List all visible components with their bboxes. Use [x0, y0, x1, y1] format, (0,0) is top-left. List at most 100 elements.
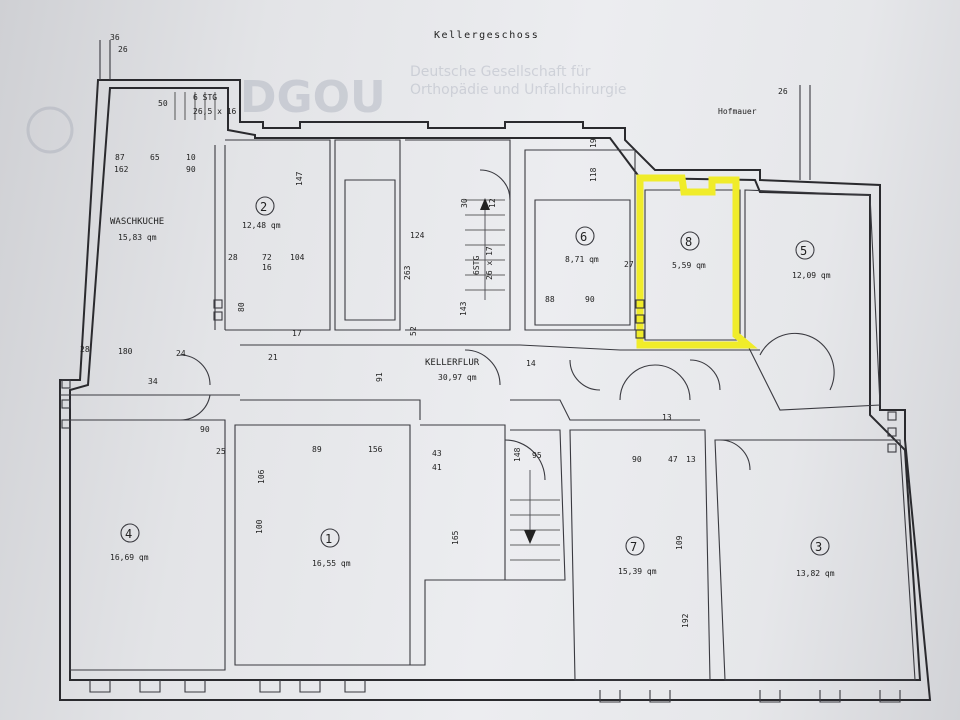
- dim-label: 34: [148, 377, 158, 386]
- room-1-number: 1: [325, 532, 332, 546]
- dim-label: 36: [110, 33, 120, 42]
- dim-label: 165: [451, 530, 460, 545]
- room-4-number: 4: [125, 527, 132, 541]
- dim-label: 26: [778, 87, 788, 96]
- room-4-area: 16,69 qm: [110, 553, 149, 562]
- room-2-number: 2: [260, 200, 267, 214]
- dim-label: 90: [186, 165, 196, 174]
- watermark-line-1: Deutsche Gesellschaft für: [410, 64, 591, 80]
- outer-walls: Hofmauer: [59, 40, 932, 701]
- dim-label: 89: [312, 445, 322, 454]
- dim-label: 14: [526, 359, 536, 368]
- dim-label: 95: [532, 451, 542, 460]
- room-2-area: 12,48 qm: [242, 221, 281, 230]
- dim-label: 52: [409, 326, 418, 336]
- dim-label: 21: [268, 353, 278, 362]
- room-6-number: 6: [580, 230, 587, 244]
- room-4-marker: [120, 523, 140, 543]
- room-5-marker: [795, 240, 815, 260]
- watermark-logo: DGOU: [240, 72, 386, 123]
- dim-label: 65: [150, 153, 160, 162]
- hofmauer-label: Hofmauer: [718, 107, 757, 116]
- dim-label: 80: [237, 302, 246, 312]
- interior-walls: [60, 139, 916, 681]
- watermark-line-2: Orthopädie und Unfallchirurgie: [410, 82, 627, 98]
- dim-label: 17: [292, 329, 302, 338]
- room-2-marker: [255, 196, 275, 216]
- dim-label: 100: [255, 519, 264, 534]
- stair-down-arrow-icon: [524, 530, 536, 544]
- stair-top-left-size: 26,5 x 16: [193, 107, 237, 116]
- dim-label: 156: [368, 445, 383, 454]
- room-8-number: 8: [685, 235, 692, 249]
- dim-label: 162: [114, 165, 129, 174]
- stair-hatching: [174, 92, 560, 561]
- dim-label: 148: [513, 447, 522, 462]
- watermark: DGOU Deutsche Gesellschaft für Orthopädi…: [26, 64, 627, 154]
- room-5-number: 5: [800, 244, 807, 258]
- dim-label: 124: [410, 231, 425, 240]
- dim-label: 41: [432, 463, 442, 472]
- dim-label: 147: [295, 171, 304, 186]
- room-1-area: 16,55 qm: [312, 559, 351, 568]
- door-swings: [179, 169, 835, 481]
- dim-label: 118: [589, 167, 598, 182]
- room-8-area: 5,59 qm: [672, 261, 706, 270]
- dim-label: 192: [681, 613, 690, 628]
- room-1-marker: [320, 528, 340, 548]
- dim-label: 47: [668, 455, 678, 464]
- dim-label: 19: [589, 138, 598, 148]
- dim-label: 25: [216, 447, 226, 456]
- room-5-area: 12,09 qm: [792, 271, 831, 280]
- room-6-marker: [575, 226, 595, 246]
- room-kellerflur-area: 30,97 qm: [438, 373, 477, 382]
- dim-label: 263: [403, 265, 412, 280]
- dim-label: 90: [585, 295, 595, 304]
- dim-label: 13: [686, 455, 696, 464]
- dim-label: 24: [176, 349, 186, 358]
- dim-label: 104: [290, 253, 305, 262]
- dim-label: 143: [459, 301, 468, 316]
- dim-label: 91: [375, 372, 384, 382]
- dim-label: 50: [158, 99, 168, 108]
- dim-label: 90: [200, 425, 210, 434]
- stair-center-label: 6STG: [472, 256, 481, 275]
- dim-label: 12: [488, 198, 497, 208]
- dim-label: 28: [80, 345, 90, 354]
- dim-label: 28: [228, 253, 238, 262]
- stair-top-left-label: 6 STG: [193, 93, 217, 102]
- dim-label: 13: [662, 413, 672, 422]
- watermark-eye-icon: [26, 106, 74, 154]
- room-3-marker: [810, 536, 830, 556]
- room-7-area: 15,39 qm: [618, 567, 657, 576]
- dim-label: 180: [118, 347, 133, 356]
- room-6-area: 8,71 qm: [565, 255, 599, 264]
- room-8-highlight: [636, 174, 758, 349]
- room-waschkueche-name: WASCHKUCHE: [110, 217, 164, 227]
- room-labels: WASCHKUCHE 15,83 qm 2 12,48 qm 6 8,71 qm…: [110, 196, 835, 578]
- dim-label: 90: [632, 455, 642, 464]
- wall-vents: [61, 299, 897, 453]
- dim-label: 27: [624, 260, 634, 269]
- window-recesses: [89, 680, 901, 703]
- dim-label: 26: [118, 45, 128, 54]
- room-3-number: 3: [815, 540, 822, 554]
- dim-label: 72: [262, 253, 272, 262]
- dim-label: 16: [262, 263, 272, 272]
- dim-label: 43: [432, 449, 442, 458]
- dim-label: 10: [186, 153, 196, 162]
- dim-label: 106: [257, 469, 266, 484]
- dim-label: 88: [545, 295, 555, 304]
- dimension-labels: 36 26 50 87 65 10 162 90 147 28 72 104 1…: [80, 33, 788, 628]
- dim-label: 30: [460, 198, 469, 208]
- stair-up-arrow-icon: [480, 198, 490, 210]
- stair-labels: 6 STG 26,5 x 16 6STG 26 x 17: [193, 93, 494, 280]
- room-7-number: 7: [630, 540, 637, 554]
- room-7-marker: [625, 536, 645, 556]
- room-waschkueche-area: 15,83 qm: [118, 233, 157, 242]
- stair-center-size: 26 x 17: [485, 246, 494, 280]
- room-3-area: 13,82 qm: [796, 569, 835, 578]
- plan-title: Kellergeschoss: [434, 30, 539, 41]
